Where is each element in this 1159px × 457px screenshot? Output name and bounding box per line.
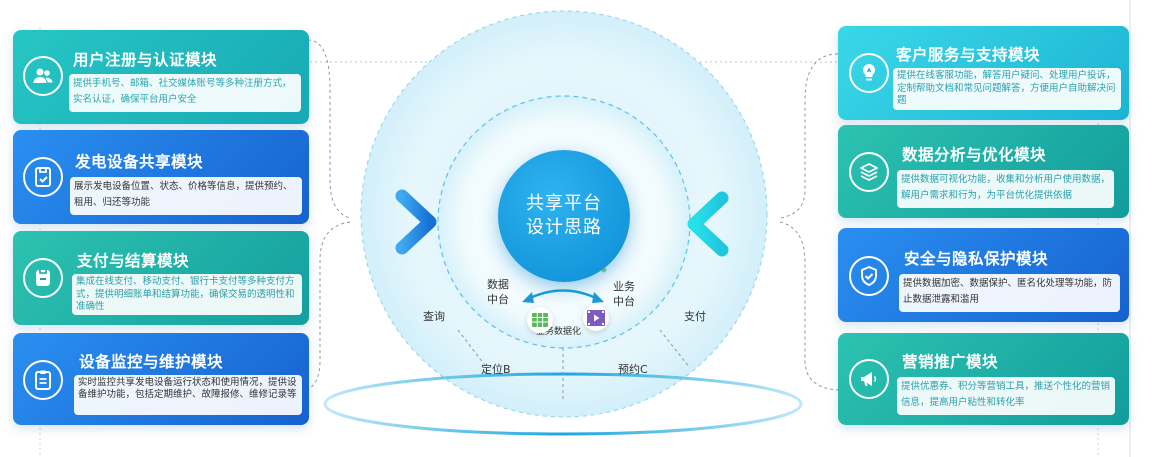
business-midplatform-label: 业务 中台 <box>613 280 635 308</box>
module-card-security: 安全与隐私保护模块 提供数据加密、数据保护、匿名化处理等功能，防止数据泄露和滥用 <box>838 228 1129 322</box>
module-title: 支付与结算模块 <box>77 251 190 270</box>
module-title: 营销推广模块 <box>902 352 999 371</box>
reserve-label: 预约C <box>618 363 648 376</box>
module-description: 提供手机号、邮箱、社交媒体账号等多种注册方式，实名认证，确保平台用户安全 <box>69 74 301 112</box>
module-description: 实时监控共享发电设备运行状态和使用情况，提供设备维护功能，包括定期维护、故障报修… <box>74 375 302 415</box>
module-title: 用户注册与认证模块 <box>73 50 218 69</box>
locate-label: 定位B <box>481 363 511 376</box>
device-check-icon <box>23 157 63 197</box>
shield-icon <box>849 256 889 296</box>
query-label: 查询 <box>423 310 445 323</box>
left-arrow-icon <box>344 189 437 255</box>
hub-title-line2: 设计思路 <box>526 217 602 238</box>
module-card-device-monitoring: 设备监控与维护模块 实时监控共享发电设备运行状态和使用情况，提供设备维护功能，包… <box>13 333 309 425</box>
module-card-device-sharing: 发电设备共享模块 展示发电设备位置、状态、价格等信息，提供预约、租用、归还等功能 <box>13 130 309 224</box>
module-description: 提供数据可视化功能，收集和分析用户使用数据，解用户需求和行为，为平台优化提供依据 <box>897 170 1114 208</box>
module-title: 设备监控与维护模块 <box>79 352 224 371</box>
layers-icon <box>849 152 889 192</box>
module-card-marketing: 营销推广模块 提供优惠券、积分等营销工具，推送个性化的营销信息，提高用户粘性和转… <box>838 333 1129 425</box>
video-icon <box>583 305 609 331</box>
users-icon <box>23 56 63 96</box>
module-title: 数据分析与优化模块 <box>902 145 1047 164</box>
hub-title-line1: 共享平台 <box>526 193 602 214</box>
module-description: 集成在线支付、移动支付、银行卡支付等多种支付方式，提供明细账单和结算功能，确保交… <box>72 274 302 315</box>
megaphone-icon <box>849 359 889 399</box>
right-arrow-icon <box>687 191 781 257</box>
business-digital-label: 业务数据化 <box>536 327 582 337</box>
module-title: 客户服务与支持模块 <box>896 45 1041 64</box>
module-title: 发电设备共享模块 <box>75 152 204 171</box>
module-description: 展示发电设备位置、状态、价格等信息，提供预约、租用、归还等功能 <box>70 177 302 215</box>
module-card-user-registration: 用户注册与认证模块 提供手机号、邮箱、社交媒体账号等多种注册方式，实名认证，确保… <box>13 30 309 124</box>
clipboard-icon <box>23 360 63 400</box>
module-card-payment: 支付与结算模块 集成在线支付、移动支付、银行卡支付等多种支付方式，提供明细账单和… <box>13 231 309 325</box>
data-midplatform-label: 数据 中台 <box>487 278 509 306</box>
module-description: 提供数据加密、数据保护、匿名化处理等功能，防止数据泄露和滥用 <box>899 274 1120 312</box>
module-description: 提供优惠券、积分等营销工具，推送个性化的营销信息，提高用户粘性和转化率 <box>897 377 1115 415</box>
wallet-icon <box>23 258 63 298</box>
module-card-customer-service: 客户服务与支持模块 提供在线客服功能，解答用户疑问、处理用户投诉，定制帮助文档和… <box>838 26 1129 120</box>
center-hub: 共享平台 设计思路 <box>498 150 630 282</box>
pay-label: 支付 <box>684 310 706 323</box>
spreadsheet-icon <box>527 307 553 333</box>
module-title: 安全与隐私保护模块 <box>904 249 1049 268</box>
module-card-data-analysis: 数据分析与优化模块 提供数据可视化功能，收集和分析用户使用数据，解用户需求和行为… <box>838 125 1129 218</box>
module-description: 提供在线客服功能，解答用户疑问、处理用户投诉，定制帮助文档和常见问题解答，方便用… <box>893 68 1121 110</box>
lightbulb-icon <box>849 53 889 93</box>
